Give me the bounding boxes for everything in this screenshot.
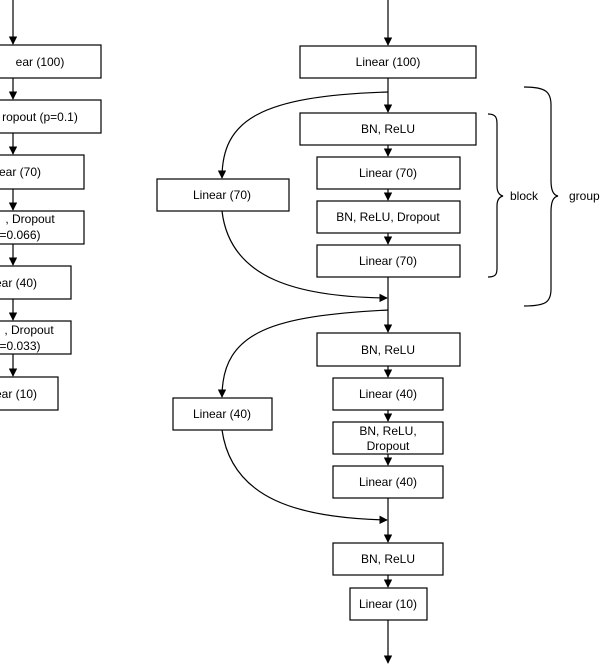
bn-relu-dropout-label-1: BN, ReLU, Dropout <box>336 210 440 224</box>
left-linear-100-label: ear (100) <box>16 55 65 69</box>
left-linear-70-box: ear (70) <box>0 154 85 190</box>
right-edges <box>217 0 393 664</box>
bn-relu-box-2: BN, ReLU <box>316 332 461 367</box>
group-brace <box>523 86 559 307</box>
bn-relu-dropout-line1: BN, ReLU, <box>359 424 416 438</box>
skip-linear-40-label: Linear (40) <box>193 407 251 421</box>
bn-relu-label-2: BN, ReLU <box>361 343 415 357</box>
left-dropout-066-line1: , Dropout <box>5 212 55 226</box>
left-linear-10-box: ear (10) <box>0 376 59 411</box>
bn-relu-box-3: BN, ReLU <box>332 542 444 576</box>
left-dropout-label: ropout (p=0.1) <box>2 110 78 124</box>
linear-10-box: Linear (10) <box>349 587 428 621</box>
bn-relu-dropout-box-1: BN, ReLU, Dropout <box>316 200 461 234</box>
linear-70-label-1: Linear (70) <box>359 166 417 180</box>
linear-70-box-1: Linear (70) <box>316 156 461 190</box>
linear-10-label: Linear (10) <box>359 597 417 611</box>
left-linear-40-label: ear (40) <box>0 276 37 290</box>
bn-relu-label-3: BN, ReLU <box>361 552 415 566</box>
group-label: group <box>569 189 600 203</box>
bn-relu-box-1: BN, ReLU <box>299 112 477 146</box>
skip-linear-40-box: Linear (40) <box>172 397 273 431</box>
bn-relu-dropout-box-2: BN, ReLU, Dropout <box>332 421 444 455</box>
left-dropout-033-line1: , Dropout <box>4 323 54 337</box>
left-linear-40-box: ear (40) <box>0 265 72 300</box>
left-linear-70-label: ear (70) <box>0 165 41 179</box>
bn-relu-dropout-line2: Dropout <box>367 439 410 453</box>
linear-40-box-1: Linear (40) <box>332 377 444 411</box>
skip-linear-70-label: Linear (70) <box>193 188 251 202</box>
linear-100-box: Linear (100) <box>299 45 477 79</box>
left-dropout-066-line2: =0.066) <box>0 228 41 242</box>
linear-100-label: Linear (100) <box>356 55 421 69</box>
left-linear-10-label: ear (10) <box>0 387 37 401</box>
block-brace <box>487 113 504 278</box>
linear-70-label-2: Linear (70) <box>359 254 417 268</box>
left-linear-100-box: ear (100) <box>0 44 102 79</box>
block-label: block <box>510 189 539 203</box>
bn-relu-label-1: BN, ReLU <box>361 122 415 136</box>
linear-40-label-2: Linear (40) <box>359 475 417 489</box>
left-dropout-066-box: , Dropout =0.066) <box>0 210 85 245</box>
left-dropout-033-line2: =0.033) <box>0 339 41 353</box>
linear-40-label-1: Linear (40) <box>359 387 417 401</box>
skip-linear-70-box: Linear (70) <box>156 178 290 212</box>
left-dropout-033-box: , Dropout =0.033) <box>0 320 72 355</box>
left-dropout-box: ropout (p=0.1) <box>0 99 102 134</box>
linear-70-box-2: Linear (70) <box>316 244 461 278</box>
linear-40-box-2: Linear (40) <box>332 465 444 499</box>
